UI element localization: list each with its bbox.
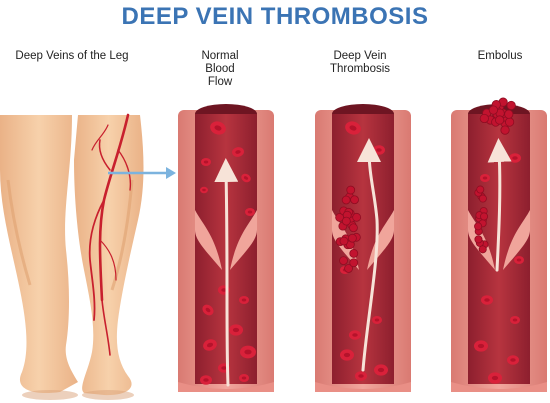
- normal-vein: [178, 104, 274, 392]
- clot-cell: [505, 117, 515, 127]
- clot-cell: [348, 233, 357, 243]
- clot-cell: [506, 100, 516, 111]
- embolus-label: Embolus: [477, 50, 523, 62]
- legs-illustration: [0, 113, 144, 400]
- clot-cell: [479, 113, 489, 124]
- valve-right: [503, 210, 530, 270]
- clot-cell: [344, 264, 353, 273]
- right-leg: [74, 115, 144, 396]
- clot-cell: [339, 256, 348, 265]
- flow-arrow: [357, 138, 382, 372]
- clot-cell: [349, 249, 359, 258]
- clot-cell: [488, 105, 498, 115]
- clot-cell: [474, 235, 483, 244]
- flow-arrow: [214, 158, 239, 387]
- clot-cell: [341, 195, 351, 205]
- clot-cell: [349, 223, 358, 233]
- clot-cell: [339, 236, 349, 246]
- clot-cell: [474, 222, 483, 231]
- legs-label: Deep Veins of the Leg: [15, 50, 129, 62]
- clot-cell: [346, 185, 356, 195]
- embolus-vein: [451, 97, 547, 392]
- flow-arrow: [487, 138, 512, 272]
- valve-right: [367, 210, 394, 270]
- clot-cell: [341, 216, 351, 226]
- pointer-arrow: [108, 167, 176, 179]
- clot-cell: [504, 109, 514, 119]
- clot-cell: [478, 194, 487, 203]
- clot-cell: [350, 195, 359, 205]
- dvt-vein: [315, 104, 411, 392]
- dvt-label: Deep Vein Thrombosis: [329, 50, 391, 75]
- leg-veins: [88, 113, 132, 356]
- clot-cell: [352, 212, 362, 222]
- clot-cell: [480, 212, 489, 221]
- clot-cell: [476, 185, 485, 194]
- vein-panels: [178, 97, 547, 392]
- clot-cell: [349, 258, 359, 268]
- left-leg: [0, 115, 78, 394]
- clot-cell: [478, 245, 487, 254]
- valve-right: [230, 210, 257, 270]
- normal-flow-label: Normal Blood Flow: [201, 50, 239, 88]
- valve-left: [195, 210, 222, 270]
- clot-cell: [500, 125, 510, 135]
- clot-cell: [495, 115, 505, 125]
- page-title: DEEP VEIN THROMBOSIS: [121, 3, 429, 30]
